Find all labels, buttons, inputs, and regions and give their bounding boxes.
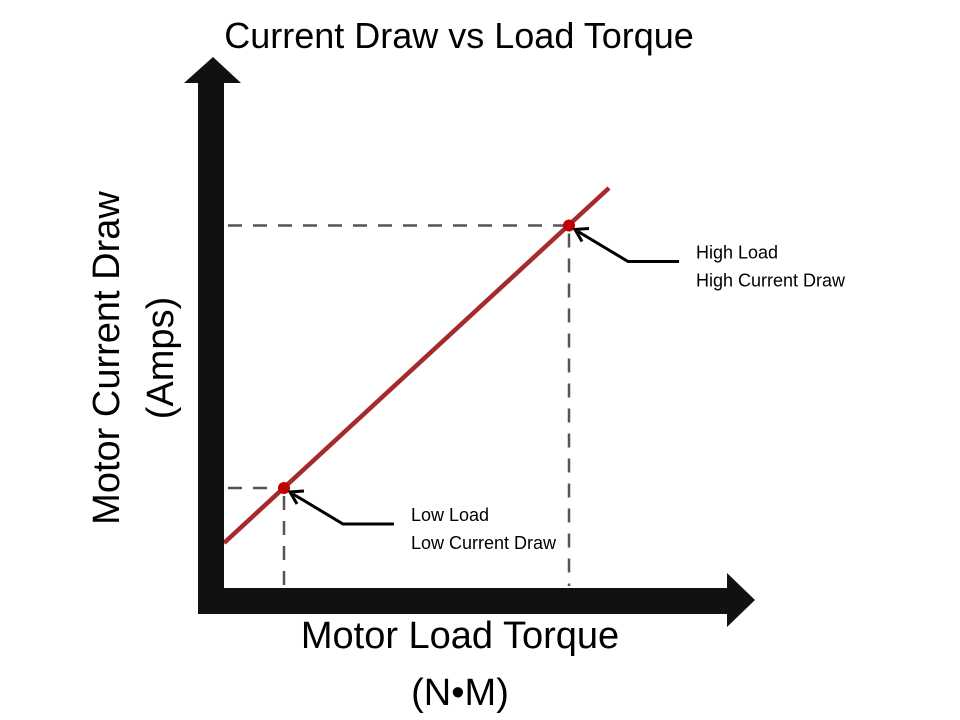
high-load-annotation-line-2: High Current Draw	[696, 271, 846, 291]
high-load-point	[563, 219, 575, 232]
y-axis-label: Motor Current Draw	[86, 191, 128, 525]
low-load-callout-line	[292, 492, 394, 526]
low-load-callout-arrowhead	[287, 489, 305, 505]
low-load-annotation-line-1: Low Load	[411, 505, 489, 525]
low-load-annotation-line-2: Low Current Draw	[411, 533, 557, 553]
high-load-callout-arrowhead	[572, 227, 590, 243]
x-axis-arrow	[198, 573, 755, 627]
chart-title: Current Draw vs Load Torque	[224, 15, 694, 56]
low-load-point	[278, 482, 290, 494]
y-axis-arrow	[184, 57, 241, 614]
x-axis-label: Motor Load Torque	[301, 615, 619, 657]
high-load-annotation-line-1: High Load	[696, 243, 778, 263]
high-load-callout-line	[577, 230, 679, 263]
y-axis-units: (Amps)	[140, 297, 182, 419]
guide-lines	[228, 224, 571, 586]
x-axis-units: (N•M)	[411, 672, 509, 714]
